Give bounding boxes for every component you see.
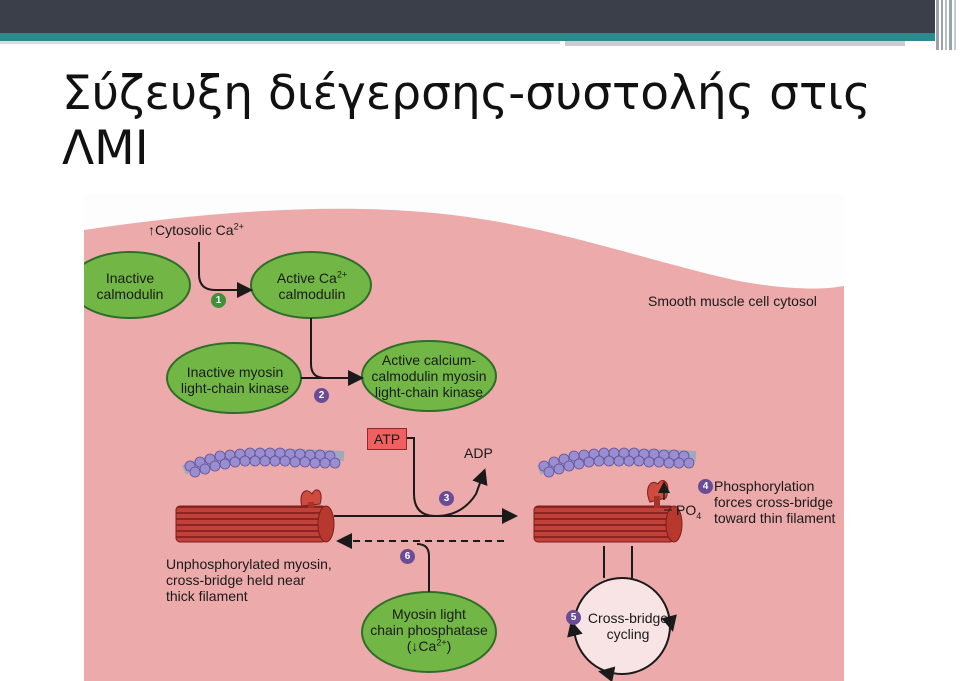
adp-label: ADP [464,445,493,461]
step-4-badge: 4 [698,479,713,494]
thick-filament-left [175,489,335,543]
inactive-calmodulin-oval [84,251,191,319]
phosphorylation-note: Phosphorylation forces cross-bridge towa… [714,478,836,526]
cytosol-region [84,208,844,681]
atp-box: ATP [367,428,407,450]
step-1-badge: 1 [211,293,226,308]
active-mlck-label: Active calcium- calmodulin myosin light-… [371,352,487,400]
header-bar [0,0,956,50]
step-2-badge: 2 [314,388,329,403]
phosphatase-link [416,543,430,592]
step-5-badge: 5 [566,610,581,625]
thick-filament-right [533,480,683,543]
slide-title: Σύζευξη διέγερσης-συστολής στις ΛΜΙ [62,66,871,176]
unphosphorylated-note: Unphosphorylated myosin, cross-bridge he… [166,556,332,604]
step-6-badge: 6 [400,549,415,564]
cross-bridge-label: Cross-bridge cycling [587,610,669,642]
cytosol-label: Smooth muscle cell cytosol [648,293,817,309]
ca-arrow [198,242,253,298]
thin-filament-right [537,447,697,478]
cytosolic-ca-label: ↑Cytosolic Ca2+ [148,221,244,238]
inactive-calmodulin-label: Inactive calmodulin [96,270,164,302]
excitation-contraction-diagram: ↑Cytosolic Ca2+ Smooth muscle cell cytos… [84,194,844,681]
inactive-mlck-label: Inactive myosin light-chain kinase [180,364,290,396]
diagram-canvas [84,194,844,681]
thin-filament-left [181,447,345,478]
po4-label: PO4 [676,502,702,521]
step-3-badge: 3 [439,491,454,506]
calmodulin-to-mlck-arrow [310,318,364,386]
phosphatase-label: Myosin light chain phosphatase (↓Ca2+) [370,606,488,654]
active-calmodulin-label: Active Ca2+ calmodulin [276,269,348,302]
